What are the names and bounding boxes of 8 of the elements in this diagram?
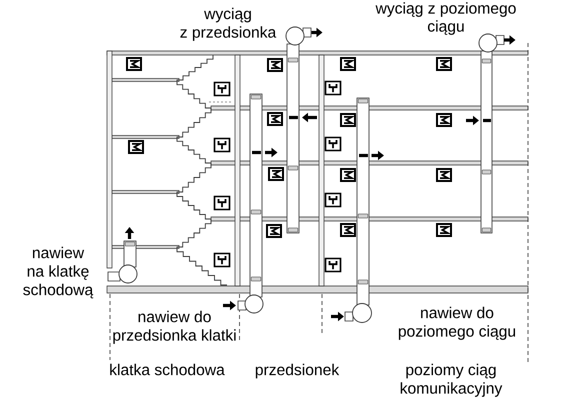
zone-label: poziomy ciąg komunikacyjny [400,364,502,397]
flow-label: nawiew na klatkę schodową [23,246,94,298]
flow-label: wyciąg z poziomego ciągu [376,2,516,35]
flow-label: nawiew do przedsionka klatki [113,310,236,344]
zone-label: klatka schodowa [110,364,225,376]
zone-label: przedsionek [256,364,340,378]
flow-label: nawiew do poziomego ciągu [398,306,516,340]
flow-label: wyciąg z przedsionka [180,8,276,41]
